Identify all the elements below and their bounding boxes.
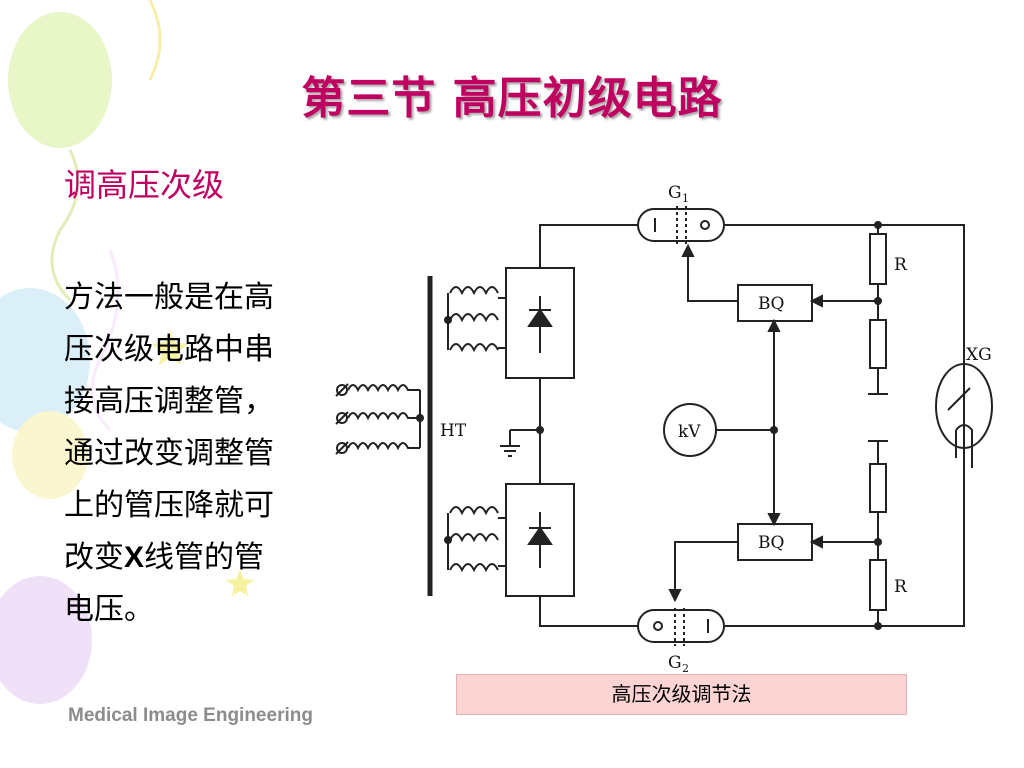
label-g2-sub: 2 [682, 662, 689, 675]
balloon-green [8, 12, 112, 148]
resistor-bottom-upper [869, 463, 887, 513]
junction-dots [416, 221, 882, 630]
tube-g1 [637, 208, 725, 242]
diode-icon [527, 296, 553, 353]
secondary-coil-top [447, 286, 506, 353]
label-g2: G [668, 653, 682, 673]
label-kv: kV [678, 422, 701, 442]
tube-g2 [637, 609, 725, 643]
footer-text: Medical Image Engineering [68, 705, 313, 726]
primary-coils [347, 384, 421, 451]
balloon-yellow [12, 411, 88, 499]
star-decoration [152, 330, 254, 596]
label-r-top: R [894, 255, 908, 275]
resistor-r-bottom [869, 559, 887, 611]
balloon-string [148, 0, 162, 81]
ground-icon [500, 445, 520, 457]
slide-title: 第三节 高压初级电路 [301, 73, 723, 124]
body-text-bold: X [124, 541, 145, 574]
label-ht: HT [440, 421, 467, 441]
label-bq-bottom: BQ [758, 533, 784, 553]
label-xg: XG [966, 345, 992, 365]
diode-icon [527, 512, 553, 568]
label-g1: G [668, 183, 682, 203]
body-text: 方法一般是在高压次级电路中串接高压调整管，通过改变调整管上的管压降就可改变X线管… [64, 272, 279, 636]
body-text-part: 线管的管电压。 [64, 540, 265, 627]
balloon-purple [0, 576, 92, 704]
xray-tube-xg [935, 363, 993, 449]
resistor-r-top [869, 233, 887, 285]
subheading: 调高压次级 [64, 166, 225, 204]
resistor-top-lower [869, 319, 887, 369]
balloon-string [50, 149, 80, 302]
label-bq-top: BQ [758, 294, 784, 314]
diagram-caption: 高压次级调节法 [456, 674, 907, 715]
secondary-coil-bottom [447, 506, 506, 573]
label-g1-sub: 1 [682, 192, 689, 205]
balloon-blue [0, 288, 90, 432]
body-text-part: 方法一般是在高压次级电路中串接高压调整管，通过改变调整管上的管压降就可改变 [64, 280, 274, 575]
balloon-string [90, 249, 120, 432]
circuit-diagram: G 1 G 2 R R BQ BQ kV HT XG [335, 183, 993, 675]
label-r-bottom: R [894, 577, 908, 597]
terminal-icons [335, 383, 349, 455]
